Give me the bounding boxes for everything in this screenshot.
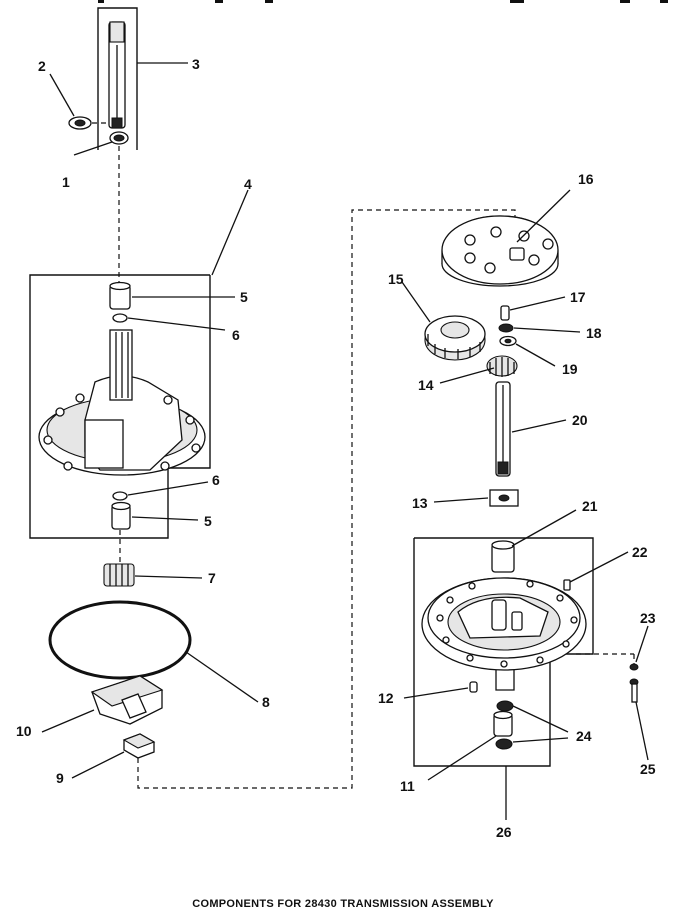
gear-part-14 <box>486 355 518 377</box>
leader-lines <box>41 62 649 781</box>
callout-13: 13 <box>412 495 428 511</box>
cover-plate-assembly <box>421 577 587 691</box>
callout-17: 17 <box>570 289 586 305</box>
ring-part-6-bottom <box>112 491 128 501</box>
shaft-part-20 <box>495 381 511 477</box>
pinion-gear-part-7 <box>103 563 135 587</box>
callout-4: 4 <box>244 176 252 192</box>
part-3-bracket <box>97 7 138 150</box>
callout-8: 8 <box>262 694 270 710</box>
block-part-10 <box>90 675 164 725</box>
callout-5-top: 5 <box>240 289 248 305</box>
pin-part-17 <box>500 305 510 321</box>
callout-24: 24 <box>576 728 592 744</box>
dashed-link-9-to-16 <box>137 209 516 789</box>
washer-part-2 <box>68 116 92 130</box>
block-part-13 <box>489 489 519 507</box>
callout-14: 14 <box>418 377 434 393</box>
bushing-part-11 <box>493 710 513 737</box>
bushing-part-5-top <box>109 281 131 310</box>
callout-5-bottom: 5 <box>204 513 212 529</box>
callout-20: 20 <box>572 412 588 428</box>
seal-part-24-b <box>495 738 513 750</box>
screw-part-25 <box>629 678 639 703</box>
callout-22: 22 <box>632 544 648 560</box>
top-edge-marks <box>98 0 668 3</box>
pulley-part-16 <box>441 215 559 287</box>
callout-1: 1 <box>62 174 70 190</box>
part-4-box <box>29 274 211 539</box>
ring-part-6-top <box>112 313 128 323</box>
callout-6-top: 6 <box>232 327 240 343</box>
gear-part-15 <box>424 315 486 361</box>
callout-2: 2 <box>38 58 46 74</box>
block-part-9 <box>122 733 156 759</box>
seal-part-24-a <box>496 700 514 712</box>
callout-26: 26 <box>496 824 512 840</box>
callout-21: 21 <box>582 498 598 514</box>
washer-part-19 <box>499 335 517 347</box>
callout-3: 3 <box>192 56 200 72</box>
washer-part-18 <box>498 323 514 333</box>
callout-15: 15 <box>388 271 404 287</box>
callout-labels: 1 2 3 4 5 6 6 5 7 8 9 10 11 12 13 14 15 … <box>16 56 656 840</box>
callout-25: 25 <box>640 761 656 777</box>
pin-part-22 <box>563 579 571 591</box>
callout-9: 9 <box>56 770 64 786</box>
washer-part-1 <box>109 131 129 145</box>
shaft-part-3 <box>108 21 126 129</box>
callout-19: 19 <box>562 361 578 377</box>
callout-12: 12 <box>378 690 394 706</box>
nut-part-23 <box>629 663 639 671</box>
pin-part-12 <box>469 681 478 693</box>
callout-23: 23 <box>640 610 656 626</box>
o-ring-part-8 <box>48 600 192 680</box>
callout-11: 11 <box>400 778 415 794</box>
callout-10: 10 <box>16 723 32 739</box>
bushing-part-5-bottom <box>111 501 131 530</box>
bushing-part-21 <box>491 540 515 573</box>
callout-7: 7 <box>208 570 216 586</box>
callout-6-bottom: 6 <box>212 472 220 488</box>
gear-case-part-4 <box>38 329 206 476</box>
diagram-caption: COMPONENTS FOR 28430 TRANSMISSION ASSEMB… <box>192 898 494 910</box>
callout-18: 18 <box>586 325 602 341</box>
callout-16: 16 <box>578 171 594 187</box>
